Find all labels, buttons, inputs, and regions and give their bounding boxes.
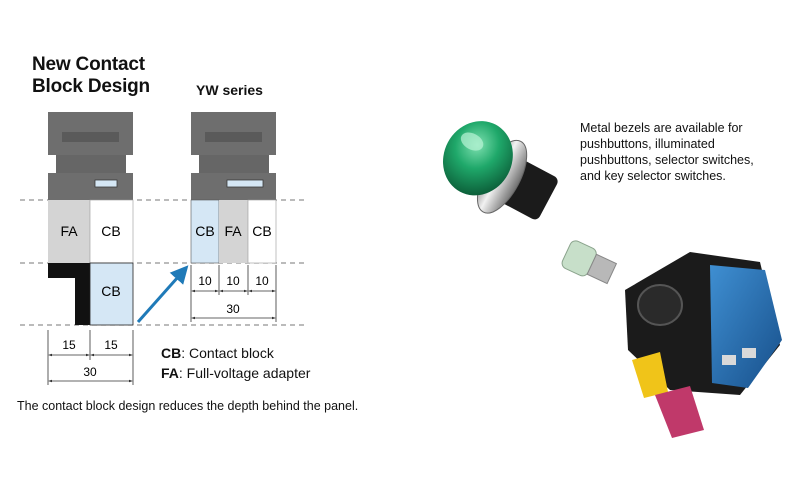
dim-right-b: 10 [226,274,240,288]
new-contact-block-title: New Contact Block Design [32,54,172,98]
title-line-2: Block Design [32,76,150,97]
module-terminal-2 [742,348,756,358]
label-cb-right-1: CB [195,223,214,239]
dim-left-a: 15 [62,338,76,352]
legend-cb-abbr: CB [161,345,182,361]
legend-fa: FA: Full-voltage adapter [161,365,310,381]
label-fa-right: FA [224,223,242,239]
led-lamp-illustration [561,240,618,285]
note-line-1: Metal bezels are available for [580,121,743,135]
right-dimensions [190,265,277,322]
label-cb-left-lower: CB [101,283,120,299]
module-magenta-block [655,386,704,438]
yw-series-title: YW series [196,82,263,98]
module-socket [637,284,683,326]
label-fa-left: FA [60,223,78,239]
yw-series-switch [190,112,277,264]
dim-right-total: 30 [226,302,240,316]
module-blue-block [710,265,782,388]
fa-block [48,200,90,263]
legend-cb: CB: Contact block [161,345,274,361]
legend-fa-text: : Full-voltage adapter [178,365,311,381]
new-design-switch [48,112,134,326]
metal-bezel-note: Metal bezels are available for pushbutto… [580,120,780,184]
bezel-ring [56,155,126,173]
lens-highlight [460,132,484,151]
left-dimensions [47,330,134,385]
note-line-4: and key selector switches. [580,169,726,183]
note-line-3: pushbuttons, selector switches, [580,153,754,167]
yw-indicator-window [226,179,264,188]
housing [48,173,133,200]
yw-cb-block-2 [247,199,277,264]
yw-bezel-ring [199,155,269,173]
yw-fa-block [219,200,248,263]
cap-band [62,132,119,142]
indicator-window [94,179,118,188]
dim-right-a: 10 [198,274,212,288]
dim-right-c: 10 [255,274,269,288]
diagram-caption: The contact block design reduces the dep… [17,399,359,413]
fa-terminal [48,263,90,325]
green-pushbutton-illustration [443,121,558,220]
contact-block-module-illustration [625,252,782,438]
dim-left-total: 30 [83,365,97,379]
dim-left-b: 15 [104,338,118,352]
cb-block-lower [89,262,134,326]
title-line-1: New Contact [32,54,145,75]
yw-cb-block-1 [190,199,220,264]
label-cb-left-upper: CB [101,223,120,239]
led-base [586,253,618,285]
note-line-2: pushbuttons, illuminated [580,137,715,151]
module-terminal-1 [722,355,736,365]
label-cb-right-2: CB [252,223,271,239]
legend-cb-text: : Contact block [181,345,274,361]
module-yellow-block [632,352,668,398]
cb-block-upper [89,199,134,264]
comparison-arrow [136,265,189,323]
legend-fa-abbr: FA [161,365,179,381]
yw-cap-band [205,132,262,142]
green-lens [443,121,513,196]
